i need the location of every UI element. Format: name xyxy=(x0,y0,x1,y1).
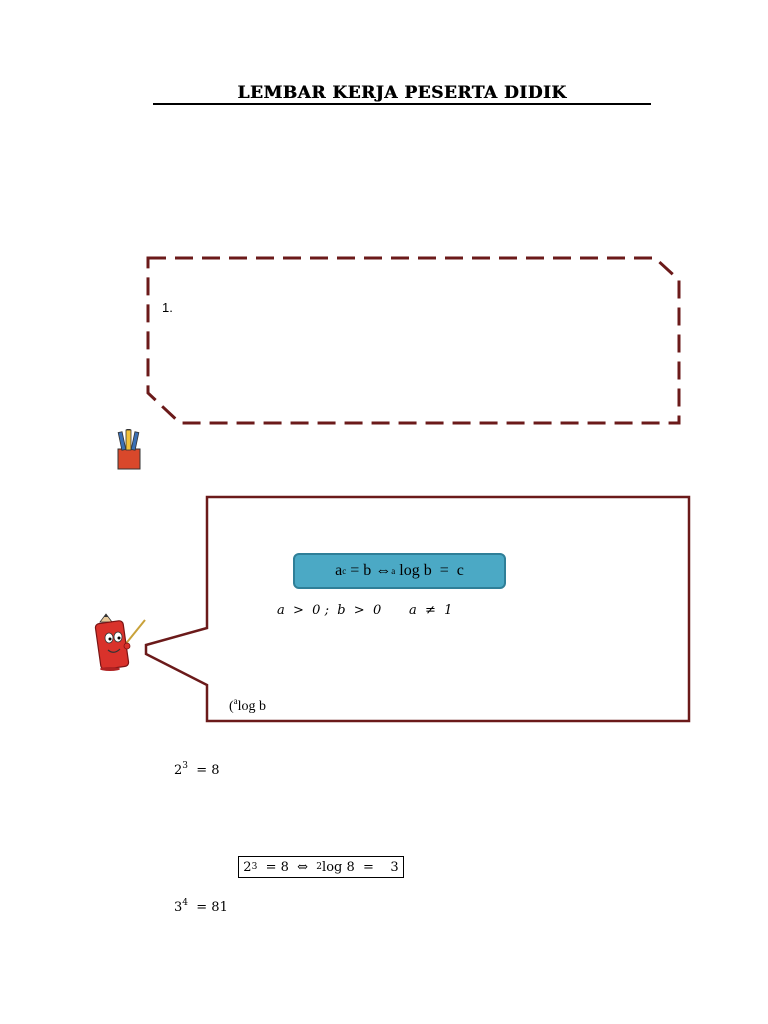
example-exponent: 4 xyxy=(182,898,189,908)
log-note-base: a xyxy=(233,696,238,706)
page-title: LEMBAR KERJA PESERTA DIDIK xyxy=(153,84,651,105)
log-note-text: log b xyxy=(237,699,267,714)
log-note: (alog b xyxy=(229,696,267,715)
formula-rest: log b = c xyxy=(395,562,464,579)
pencil-teacher-icon xyxy=(94,613,146,671)
pencil-cup-icon xyxy=(117,429,141,470)
boxed-tail: log 8 = 3 xyxy=(322,859,399,875)
formula-eq: = b ⇔ xyxy=(346,562,392,579)
boxed-base: 2 xyxy=(243,859,252,875)
example-1: 23 = 8 xyxy=(174,761,220,779)
formula-a: a xyxy=(335,562,343,579)
speech-box-outline xyxy=(144,495,691,723)
example-base: 2 xyxy=(174,763,183,778)
dashed-box-outline xyxy=(146,256,681,425)
example-exponent: 3 xyxy=(182,761,189,771)
example-base: 3 xyxy=(174,900,183,915)
example-rhs: = 8 xyxy=(188,763,220,778)
boxed-mid: = 8 ⇔ xyxy=(257,859,317,875)
log-note-paren: ( xyxy=(229,699,234,714)
conditions-not-one: a ≠ 1 xyxy=(409,603,453,618)
conditions-positive: a > 0 ; b > 0 xyxy=(277,603,382,618)
example-2: 34 = 81 xyxy=(174,898,228,916)
example-rhs: = 81 xyxy=(188,900,228,915)
item-number: 1. xyxy=(162,300,173,315)
